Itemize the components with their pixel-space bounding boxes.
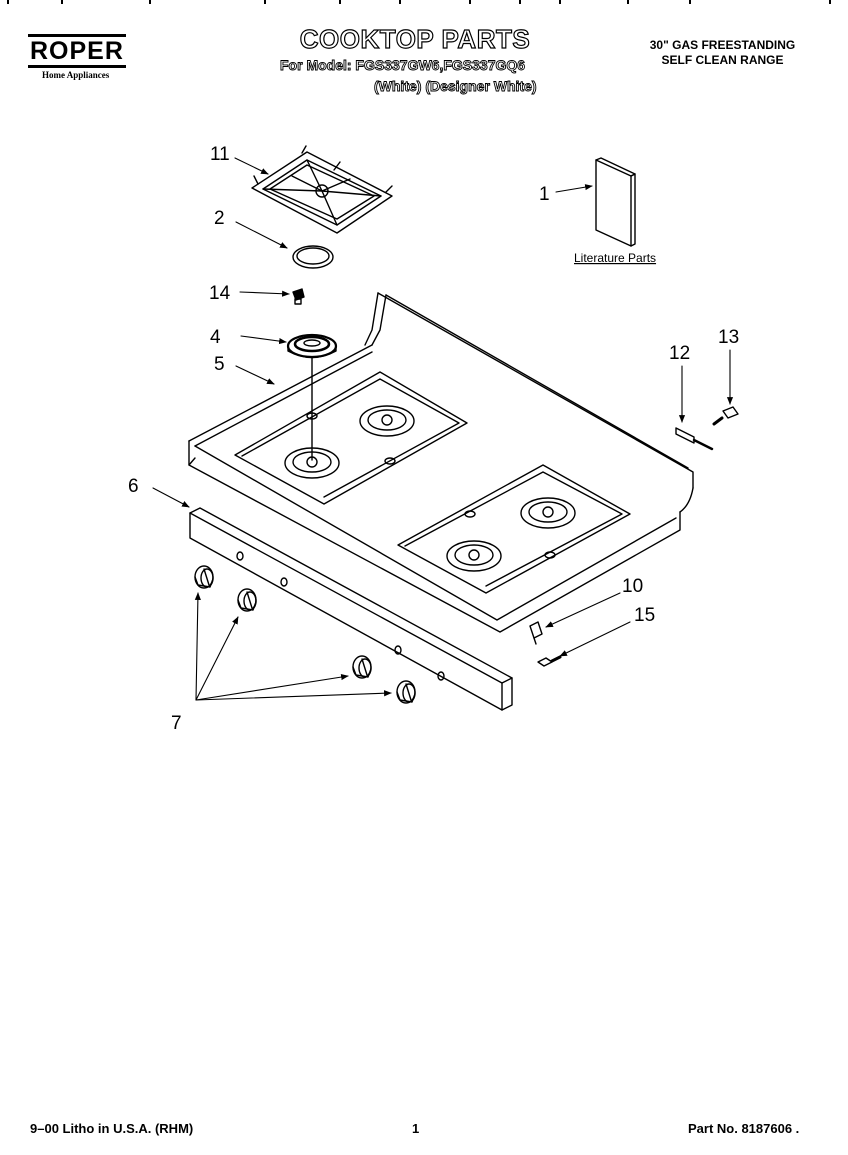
- callout-1: 1: [539, 184, 550, 205]
- burner-grate: [251, 145, 393, 234]
- callout-15: 15: [634, 605, 655, 626]
- brand-name: ROPER: [28, 34, 126, 68]
- callout-10: 10: [622, 576, 643, 597]
- callout-6: 6: [128, 476, 139, 497]
- literature-pamphlet: [595, 157, 636, 247]
- product-line-2: SELF CLEAN RANGE: [661, 53, 784, 67]
- callout-11: 11: [210, 144, 230, 165]
- brand-tagline: Home Appliances: [42, 70, 110, 80]
- switch-screw: [712, 406, 739, 426]
- callout-4: 4: [210, 327, 221, 348]
- cooktop: [188, 292, 694, 633]
- model-line: For Model: FGS337GW6,FGS337GQ6: [280, 57, 526, 74]
- variant-line: (White) (Designer White): [374, 78, 537, 95]
- igniter-switch: [675, 427, 714, 451]
- burner-base: [286, 333, 338, 461]
- orifice: [292, 288, 305, 305]
- burner-cap: [292, 245, 334, 269]
- callout-12: 12: [669, 343, 690, 364]
- roper-logo: ROPER Home Appliances: [28, 34, 156, 80]
- product-line-1: 30" GAS FREESTANDING: [649, 38, 796, 52]
- footer-litho: 9–00 Litho in U.S.A. (RHM): [30, 1121, 194, 1136]
- page-title: COOKTOP PARTS: [299, 23, 531, 54]
- screw: [537, 655, 562, 667]
- callout-leaders: [152, 157, 734, 701]
- literature-parts-label: Literature Parts: [574, 251, 656, 265]
- callout-14: 14: [209, 283, 231, 304]
- control-knobs: [194, 565, 416, 704]
- callout-5: 5: [214, 354, 225, 375]
- cooktop-clip: [529, 621, 543, 645]
- footer-part-number: Part No. 8187606 .: [688, 1121, 800, 1136]
- manifold-panel: [189, 507, 513, 711]
- callout-2: 2: [214, 208, 225, 229]
- footer-page-number: 1: [412, 1121, 420, 1136]
- top-edge-marks: [7, 0, 831, 4]
- callout-7: 7: [171, 713, 182, 734]
- product-description: 30" GAS FREESTANDING SELF CLEAN RANGE: [610, 38, 835, 68]
- callout-13: 13: [718, 327, 739, 348]
